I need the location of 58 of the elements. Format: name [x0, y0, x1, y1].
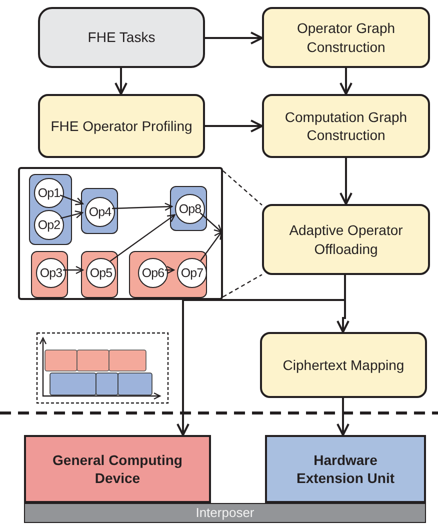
arrow: [165, 266, 175, 274]
process-box: [262, 94, 430, 158]
graph-panel: [18, 167, 223, 300]
node-label: FHE Tasks: [88, 28, 156, 47]
arrow: [336, 398, 350, 436]
operator-group: [81, 251, 118, 298]
arrow: [110, 214, 176, 262]
operator-group: [170, 186, 207, 231]
operator-group: [81, 188, 118, 234]
arrow: [60, 210, 84, 219]
device-box: [24, 435, 211, 503]
node-label: Op2: [38, 216, 60, 234]
arrow: [340, 158, 352, 205]
node-label: Op6: [142, 264, 164, 282]
node-label: Op1: [38, 184, 60, 202]
node-label: Operator Graph Construction: [296, 19, 396, 56]
process-box: [262, 204, 430, 275]
operator-circle: [85, 197, 115, 227]
node-label: Op4: [88, 204, 112, 220]
node-label: Interposer: [196, 504, 254, 522]
node-label: FHE Operator Profiling: [50, 116, 192, 136]
operator-circle: [34, 178, 64, 208]
node-label: Computation Graph Construction: [284, 108, 408, 144]
process-box: [38, 94, 205, 158]
arrow: [60, 194, 84, 206]
operator-circle: [177, 258, 207, 288]
operator-circle: [138, 258, 168, 288]
operator-circle: [175, 194, 205, 224]
arrow: [112, 202, 173, 211]
node-label: Op7: [180, 264, 204, 282]
arrow: [200, 212, 222, 233]
zoom-guide-line: [222, 274, 262, 298]
node-label: Hardware Extension Unit: [295, 450, 396, 488]
arrow: [114, 68, 128, 95]
operator-group: [29, 174, 72, 245]
node-label: Op3: [40, 264, 62, 282]
node-label: Ciphertext Mapping: [282, 356, 404, 374]
zoom-guide-line: [222, 170, 262, 206]
process-box: [262, 7, 430, 68]
node-label: Op8: [178, 200, 202, 218]
operator-circle: [34, 210, 64, 240]
operator-circle: [86, 258, 116, 288]
device-box: [265, 435, 426, 503]
arrow: [205, 32, 263, 44]
arrow: [176, 275, 346, 436]
arrow: [200, 231, 222, 261]
operator-circle: [36, 258, 66, 288]
arrow: [340, 68, 352, 95]
input-box: [38, 7, 205, 68]
node-label: Adaptive Operator Offloading: [288, 221, 404, 258]
node-label: General Computing Device: [52, 450, 183, 488]
process-box: [260, 332, 427, 398]
arrow: [205, 120, 263, 132]
operator-group: [129, 251, 207, 298]
node-label: Op5: [90, 264, 112, 282]
interposer-bar: [24, 503, 426, 523]
arrow: [63, 266, 84, 274]
operator-group: [31, 251, 68, 298]
